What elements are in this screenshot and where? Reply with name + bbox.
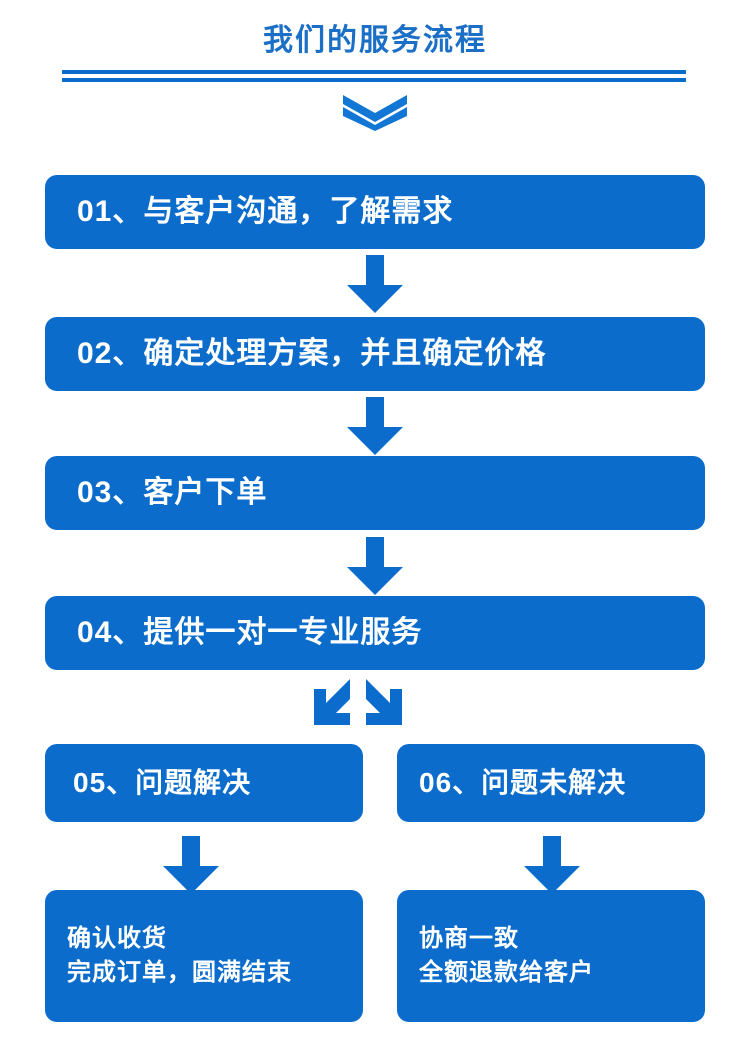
divider-line-bottom: [62, 78, 686, 82]
flow-step-02[interactable]: 02、确定处理方案，并且确定价格: [45, 317, 705, 391]
flow-step-06-label: 06、问题未解决: [419, 767, 627, 798]
flow-step-01-label: 01、与客户沟通，了解需求: [77, 195, 454, 228]
flow-step-06[interactable]: 06、问题未解决: [397, 744, 705, 822]
flow-step-03[interactable]: 03、客户下单: [45, 456, 705, 530]
flow-step-02-label: 02、确定处理方案，并且确定价格: [77, 337, 547, 370]
arrow-down-icon-05-result: [163, 836, 219, 894]
flow-result-right[interactable]: 协商一致 全额退款给客户: [397, 890, 705, 1022]
page-header: 我们的服务流程: [0, 0, 750, 150]
title-divider: [62, 70, 686, 82]
flow-step-05[interactable]: 05、问题解决: [45, 744, 363, 822]
flow-step-05-label: 05、问题解决: [73, 767, 252, 798]
flow-result-left-text: 确认收货 完成订单，圆满结束: [67, 922, 292, 990]
flow-result-left-line2: 完成订单，圆满结束: [67, 959, 292, 986]
arrow-down-icon-03-04: [347, 537, 403, 595]
arrow-down-icon-02-03: [347, 397, 403, 455]
flow-result-left[interactable]: 确认收货 完成订单，圆满结束: [45, 890, 363, 1022]
flow-result-left-line1: 确认收货: [67, 925, 167, 952]
arrow-down-left-icon: [314, 679, 350, 725]
flow-step-04[interactable]: 04、提供一对一专业服务: [45, 596, 705, 670]
flow-step-01[interactable]: 01、与客户沟通，了解需求: [45, 175, 705, 249]
divider-line-top: [62, 70, 686, 74]
fork-connector: [308, 675, 446, 735]
arrow-down-icon-01-02: [347, 255, 403, 313]
page-title: 我们的服务流程: [263, 24, 487, 57]
flow-step-03-label: 03、客户下单: [77, 476, 268, 509]
flow-result-right-text: 协商一致 全额退款给客户: [419, 922, 594, 990]
double-chevron-down-icon: [343, 95, 407, 131]
arrow-down-icon-06-result: [524, 836, 580, 894]
flow-result-right-line2: 全额退款给客户: [419, 959, 594, 986]
flow-step-04-label: 04、提供一对一专业服务: [77, 616, 423, 649]
arrow-down-right-icon: [366, 679, 402, 725]
flow-result-right-line1: 协商一致: [419, 925, 519, 952]
